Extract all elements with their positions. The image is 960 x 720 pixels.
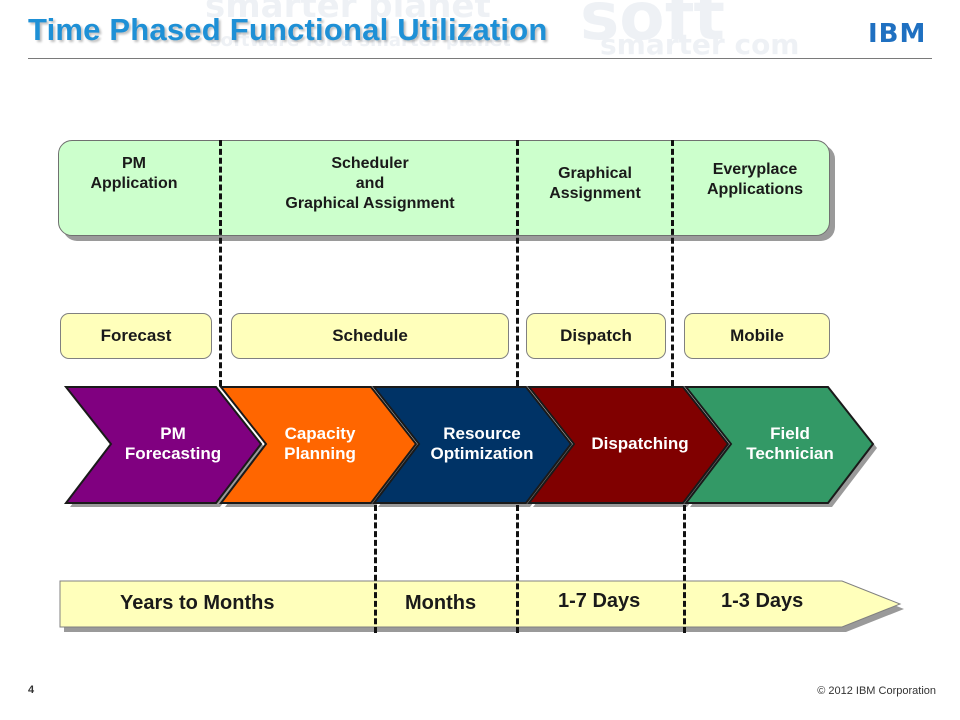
header-divider	[28, 58, 932, 59]
chevron-label: Dispatching	[591, 434, 689, 453]
phase-divider	[219, 140, 222, 386]
header-banner: smarter planet software for a smarter pl…	[0, 0, 960, 60]
chevron-label: Resource Optimization	[430, 424, 534, 463]
function-schedule: Schedule	[231, 313, 509, 359]
chevron-label: PM Forecasting	[124, 424, 222, 463]
phase-divider	[671, 140, 674, 386]
timeline-arrow	[59, 580, 902, 628]
banner-word: smarter planet	[205, 0, 491, 26]
chevron-pm-forecasting	[63, 386, 263, 504]
chevron-label: Field Technician	[746, 424, 834, 463]
ibm-logo: IBM	[868, 20, 932, 48]
chevron-label: Capacity Planning	[284, 424, 356, 463]
app-pm-application: PM Application	[90, 155, 178, 192]
chevron-dispatching	[526, 386, 730, 504]
copyright-notice: © 2012 IBM Corporation	[817, 685, 936, 697]
function-dispatch: Dispatch	[526, 313, 666, 359]
chevron-field-technician	[683, 386, 875, 504]
timeline-years-to-months: Years to Months	[120, 592, 275, 614]
phase-divider	[374, 505, 377, 633]
applications-bar	[58, 140, 830, 236]
app-scheduler-graphical-assignment: Scheduler and Graphical Assignment	[285, 155, 455, 212]
page-number: 4	[28, 684, 35, 696]
chevron-resource-optimization	[371, 386, 573, 504]
banner-word: software for a smarter planet	[210, 30, 511, 51]
timeline-1-3-days: 1-3 Days	[721, 590, 804, 612]
function-forecast: Forecast	[60, 313, 212, 359]
banner-word: soft	[580, 0, 725, 55]
phase-divider	[683, 505, 686, 633]
chevron-capacity-planning	[218, 386, 418, 504]
page-title: Time Phased Functional Utilization	[28, 12, 548, 47]
app-everyplace-applications: Everyplace Applications	[706, 161, 803, 198]
banner-word: smarter com	[600, 28, 800, 60]
timeline-1-7-days: 1-7 Days	[558, 590, 641, 612]
timeline-months: Months	[405, 592, 477, 614]
function-mobile: Mobile	[684, 313, 830, 359]
phase-divider	[516, 140, 519, 386]
phase-divider	[516, 505, 519, 633]
app-graphical-assignment: Graphical Assignment	[549, 165, 641, 202]
